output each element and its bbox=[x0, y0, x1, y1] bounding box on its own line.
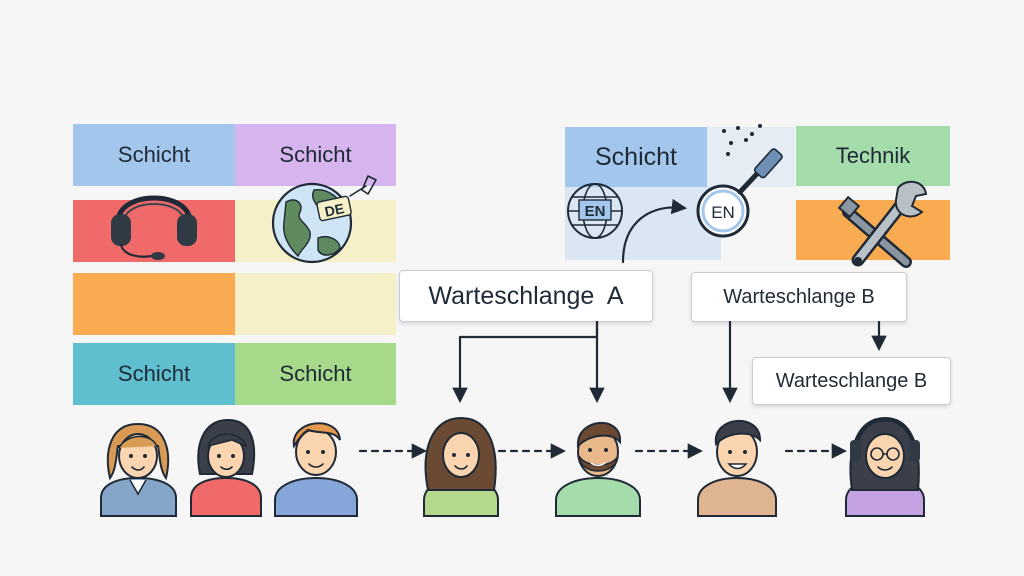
queue-b-top-label: Warteschlange B bbox=[723, 285, 875, 308]
globe-de-tag: DE bbox=[323, 200, 345, 220]
right-block-technik-label: Technik bbox=[835, 143, 911, 168]
left-block-r3c2 bbox=[235, 273, 396, 335]
agent-avatar-4 bbox=[423, 416, 499, 517]
queue-b-top[interactable]: Warteschlange B bbox=[691, 272, 907, 322]
magnifier-icon: EN bbox=[696, 124, 783, 238]
left-block-r4c2: Schicht bbox=[235, 343, 396, 405]
queue-a[interactable]: Warteschlange A bbox=[399, 270, 653, 322]
globe-icon-en: EN bbox=[567, 183, 623, 239]
agent-avatar-1 bbox=[100, 422, 177, 517]
tools-icon bbox=[837, 180, 928, 268]
agent-avatar-2 bbox=[190, 418, 262, 517]
left-block-r4c1: Schicht bbox=[73, 343, 235, 405]
queue-a-label: Warteschlange A bbox=[428, 281, 624, 310]
right-block-schicht-label: Schicht bbox=[595, 142, 677, 171]
headset-icon bbox=[111, 195, 197, 260]
left-block-r1c1-label: Schicht bbox=[117, 142, 191, 167]
right-block-technik: Technik bbox=[796, 126, 950, 186]
queue-b-bottom[interactable]: Warteschlange B bbox=[752, 357, 951, 405]
arrow-curve-globe-magnifier bbox=[621, 198, 688, 264]
globe-en-tag: EN bbox=[585, 203, 606, 220]
left-block-r2c1 bbox=[73, 200, 235, 262]
left-block-r3c1 bbox=[73, 273, 235, 335]
queue-b-bottom-label: Warteschlange B bbox=[775, 369, 928, 392]
left-block-r1c2-label: Schicht bbox=[279, 142, 352, 167]
left-block-r4c1-label: Schicht bbox=[117, 361, 191, 386]
arrow-queue-a-agent-4 bbox=[452, 320, 599, 404]
globe-icon-de: DE bbox=[271, 175, 377, 264]
agent-avatar-3 bbox=[274, 422, 358, 517]
left-block-r4c2-label: Schicht bbox=[279, 361, 352, 386]
agent-avatar-7 bbox=[845, 416, 925, 517]
left-block-r1c1: Schicht bbox=[73, 124, 235, 186]
magnifier-en-tag: EN bbox=[711, 203, 735, 222]
agent-avatar-5 bbox=[555, 421, 641, 517]
left-block-r1c2: Schicht bbox=[235, 124, 396, 186]
agent-avatar-6 bbox=[697, 419, 777, 517]
right-block-schicht: Schicht bbox=[565, 127, 707, 187]
